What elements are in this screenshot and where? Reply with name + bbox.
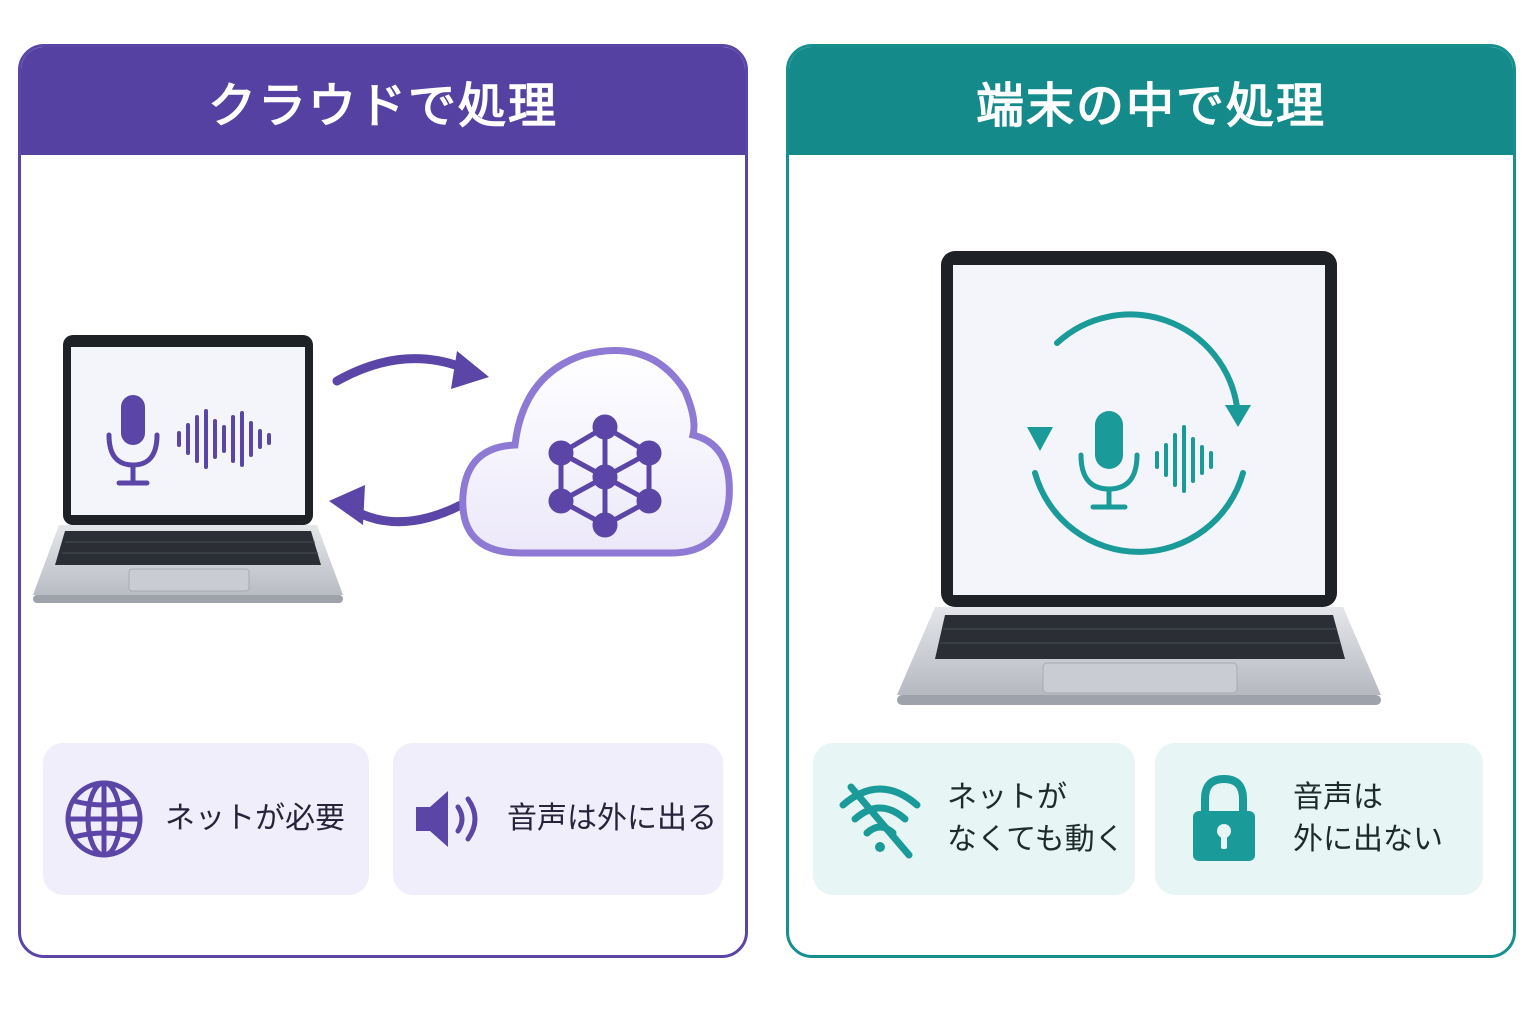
laptop-icon xyxy=(897,251,1381,705)
cloud-processing-panel: クラウドで処理 xyxy=(18,44,748,958)
waveform-icon xyxy=(177,409,271,469)
feature-card-audio-leaves: 音声は外に出る xyxy=(393,743,723,895)
feature-label: ネットが なくても動く xyxy=(947,777,1125,861)
cloud-icon xyxy=(459,347,733,557)
laptop-icon xyxy=(33,335,343,603)
device-illustration xyxy=(789,155,1513,745)
feature-card-internet-required: ネットが必要 xyxy=(43,743,369,895)
feature-label-line2: 外に出ない xyxy=(1293,822,1443,857)
globe-icon xyxy=(43,779,165,859)
device-panel-title: 端末の中で処理 xyxy=(789,47,1513,155)
feature-label: 音声は 外に出ない xyxy=(1293,777,1443,861)
feature-label: ネットが必要 xyxy=(165,801,345,836)
wifi-off-icon xyxy=(813,779,947,859)
lock-icon xyxy=(1155,773,1293,865)
speaker-icon xyxy=(393,779,507,859)
upload-arrow-icon xyxy=(332,351,489,389)
feature-label: 音声は外に出る xyxy=(507,801,717,836)
feature-label-line2: なくても動く xyxy=(947,822,1125,857)
cloud-illustration xyxy=(21,155,745,745)
feature-card-works-offline: ネットが なくても動く xyxy=(813,743,1135,895)
microphone-icon xyxy=(1078,411,1140,510)
feature-label-line1: 音声は xyxy=(1293,780,1383,815)
microphone-icon xyxy=(106,395,160,486)
neural-network-icon xyxy=(548,414,662,538)
feature-label-line1: ネットが xyxy=(947,780,1067,815)
download-arrow-icon xyxy=(329,485,466,527)
cloud-panel-title: クラウドで処理 xyxy=(21,47,745,155)
processing-cycle-icon xyxy=(1027,311,1251,555)
feature-card-audio-stays: 音声は 外に出ない xyxy=(1155,743,1483,895)
waveform-icon xyxy=(1155,425,1213,493)
on-device-processing-panel: 端末の中で処理 xyxy=(786,44,1516,958)
